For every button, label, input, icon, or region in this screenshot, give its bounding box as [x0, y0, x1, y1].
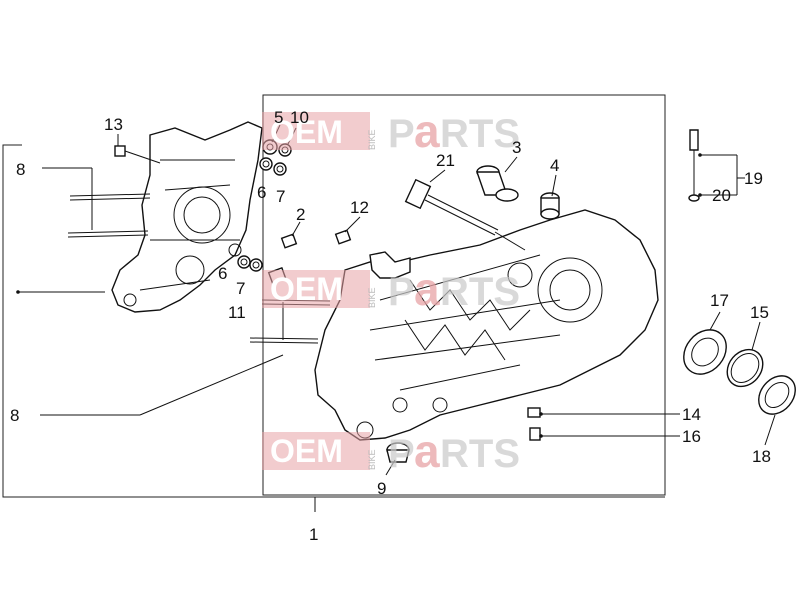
watermark-rts-text: RTS: [440, 112, 520, 156]
callout-1: 1: [309, 525, 318, 544]
part-19-dipstick: [688, 129, 700, 202]
callout-13: 13: [104, 115, 123, 134]
callout-6-upper: 6: [257, 183, 266, 202]
watermark-a-text: a: [414, 425, 440, 477]
callout-4: 4: [550, 156, 559, 175]
callout-3: 3: [512, 138, 521, 157]
watermark-oem-text: OEM: [270, 114, 343, 150]
callout-11: 11: [228, 303, 246, 322]
part-17-bearing: [683, 329, 727, 375]
part-2-dowel: [280, 233, 298, 249]
callout-9: 9: [377, 479, 386, 498]
callout-8-upper: 8: [16, 160, 25, 179]
watermark-bike-text: BIKE: [367, 449, 377, 470]
watermark-p-text: P: [388, 270, 415, 314]
leader-lines: [16, 124, 776, 476]
callout-2: 2: [296, 205, 305, 224]
callout-6-lower: 6: [218, 264, 227, 283]
callout-18: 18: [752, 447, 771, 466]
callout-19: 19: [744, 169, 763, 188]
part-9-bush: [386, 442, 410, 463]
callout-16: 16: [682, 427, 701, 446]
part-12-dowel: [334, 229, 352, 245]
watermark-a-text: a: [414, 105, 440, 157]
part-15-ring: [726, 348, 764, 388]
callout-labels: 1 2 3 4 5 6 6 7 7 8 8 9 10 11 12 13 14 1…: [10, 108, 771, 544]
part-18-seal: [758, 375, 796, 415]
callout-20: 20: [712, 186, 731, 205]
callout-12: 12: [350, 198, 369, 217]
watermark-bike-text: BIKE: [367, 129, 377, 150]
callout-10: 10: [290, 108, 309, 127]
part-14-washer: [527, 407, 541, 418]
watermark-middle: OEM BIKE P a RTS: [262, 263, 520, 315]
outer-frame: [2, 144, 665, 498]
part-13-bolt: [114, 145, 161, 164]
callout-15: 15: [750, 303, 769, 322]
watermark-bike-text: BIKE: [367, 287, 377, 308]
callout-5: 5: [274, 108, 283, 127]
watermark-p-text: P: [388, 432, 415, 476]
part-21-shaft: [404, 178, 526, 251]
part-3-sleeve: [476, 165, 519, 202]
callout-17: 17: [710, 291, 729, 310]
watermark-rts-text: RTS: [440, 432, 520, 476]
watermark-rts-text: RTS: [440, 270, 520, 314]
watermark-a-text: a: [414, 263, 440, 315]
part-8-studs: [67, 193, 151, 238]
callout-14: 14: [682, 405, 701, 424]
watermark-oem-text: OEM: [270, 271, 343, 307]
callout-21: 21: [436, 151, 455, 170]
watermark-p-text: P: [388, 112, 415, 156]
callout-8-lower: 8: [10, 406, 19, 425]
part-4-bush: [540, 192, 560, 220]
main-crankcase: [314, 209, 659, 441]
left-crankcase-half: [111, 121, 263, 313]
callout-7-lower: 7: [236, 279, 245, 298]
part-16-screw: [529, 427, 541, 441]
callout-7-upper: 7: [276, 187, 285, 206]
watermark-top: OEM BIKE P a RTS: [262, 105, 520, 157]
watermark-oem-text: OEM: [270, 433, 343, 469]
watermark-bottom: OEM BIKE P a RTS: [262, 425, 520, 477]
